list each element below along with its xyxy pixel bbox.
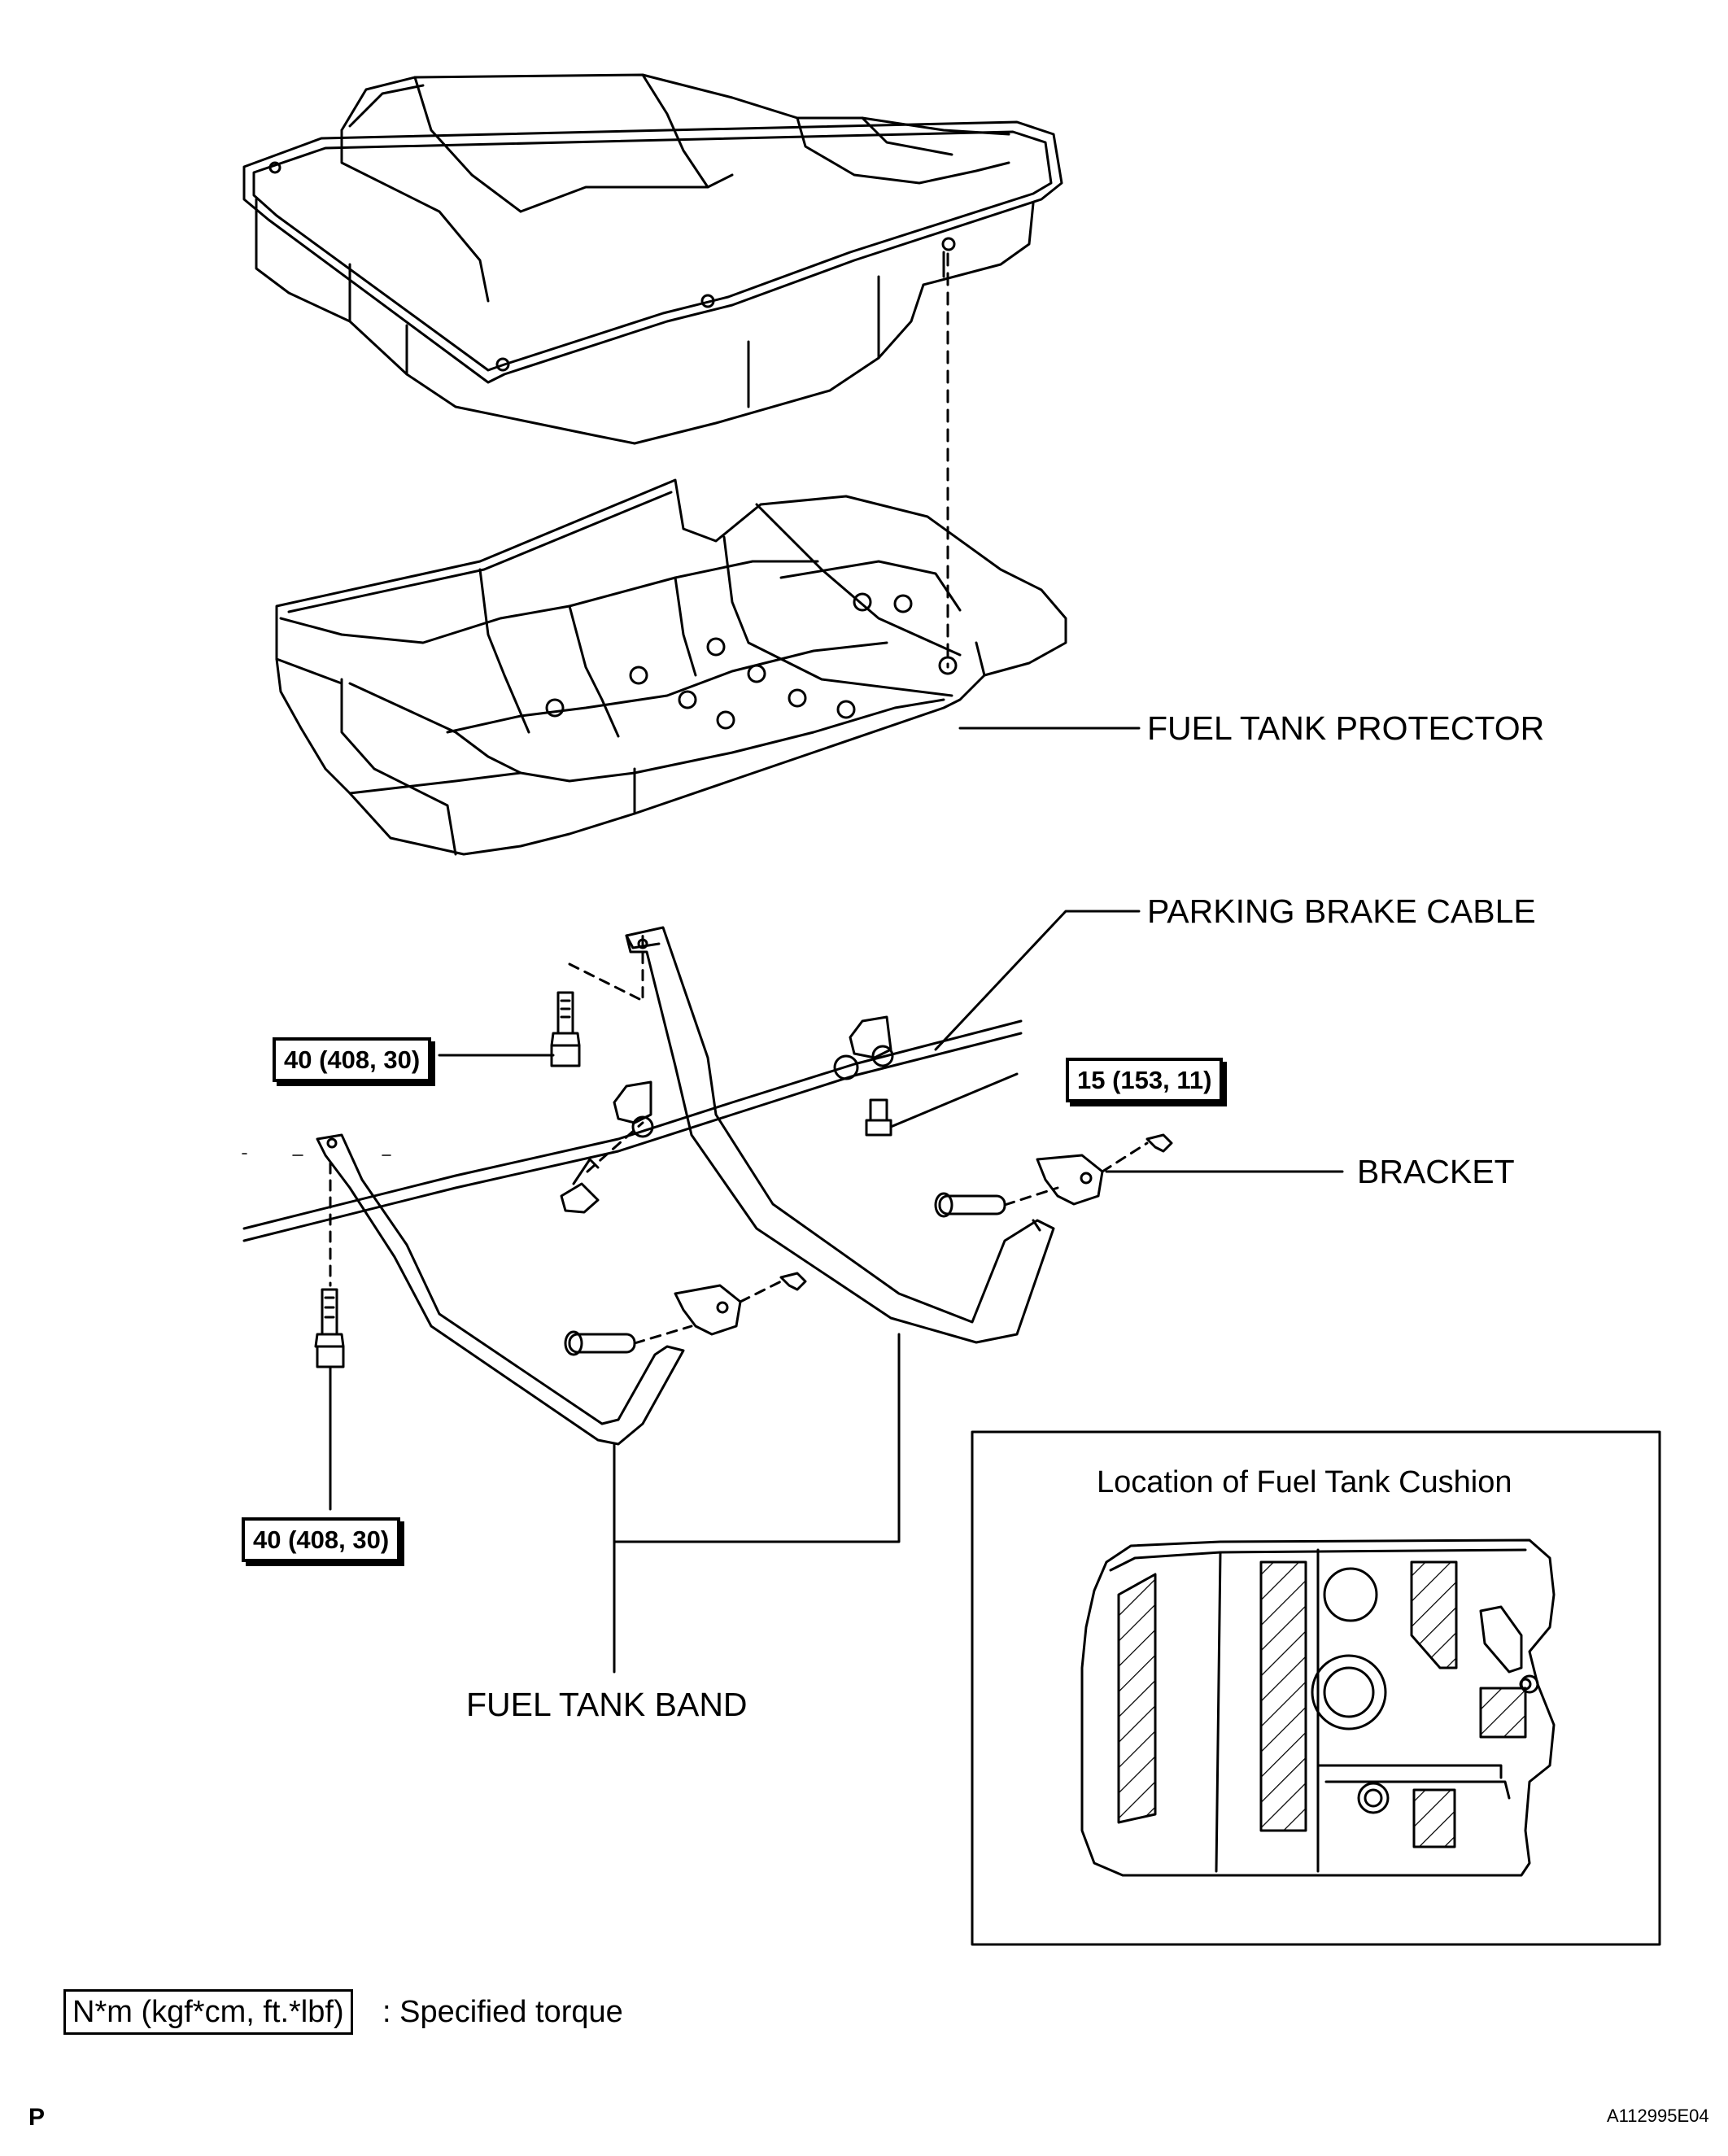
lower-bolt <box>314 1288 345 1368</box>
torque-box-lower-bolt: 40 (408, 30) <box>242 1517 401 1562</box>
bracket-upper-dash <box>1003 1186 1059 1207</box>
label-fuel-tank-protector: FUEL TANK PROTECTOR <box>1147 709 1545 747</box>
fuel-tank <box>242 73 1063 445</box>
torque-box-bracket-bolt: 15 (153, 11) <box>1066 1058 1224 1102</box>
label-bracket: BRACKET <box>1357 1153 1515 1190</box>
parking-brake-cable <box>242 1015 1023 1242</box>
legend-text: : Specified torque <box>382 1995 623 2029</box>
bracket-lower <box>564 1272 807 1356</box>
small-bracket-bolt <box>865 1098 892 1137</box>
leader-line-fuel-tank-band-right <box>613 1333 901 1543</box>
inset-title: Location of Fuel Tank Cushion <box>1097 1465 1512 1499</box>
inset-frame <box>971 1430 1661 1946</box>
bracket-upper <box>934 1133 1173 1218</box>
leader-line-parking-brake-cable <box>934 910 1141 1051</box>
upper-bolt-dash <box>568 934 644 1002</box>
bracket-upper-dash-2 <box>1101 1141 1149 1173</box>
scan-specks <box>242 1153 391 1156</box>
legend-unit-box: N*m (kgf*cm, ft.*lbf) <box>63 1989 353 2035</box>
bracket-lower-dash <box>633 1325 693 1345</box>
fuel-tank-protector <box>275 478 1067 856</box>
inset-tank-outline <box>1080 1538 1556 1877</box>
upper-bolt <box>550 991 581 1067</box>
center-bolt-dash <box>586 1121 644 1173</box>
torque-box-upper-bolt: 40 (408, 30) <box>273 1037 432 1082</box>
fuel-tank-band-right <box>625 926 1055 1344</box>
page-marker: P <box>28 2104 46 2131</box>
label-parking-brake-cable: PARKING BRAKE CABLE <box>1147 893 1536 930</box>
figure-code: A112995E04 <box>1607 2106 1709 2126</box>
fuel-tank-band-left <box>316 1133 685 1446</box>
leader-line-bracket-bolt <box>889 1072 1019 1128</box>
label-fuel-tank-band: FUEL TANK BAND <box>466 1686 748 1723</box>
bracket-lower-dash-2 <box>739 1280 783 1303</box>
